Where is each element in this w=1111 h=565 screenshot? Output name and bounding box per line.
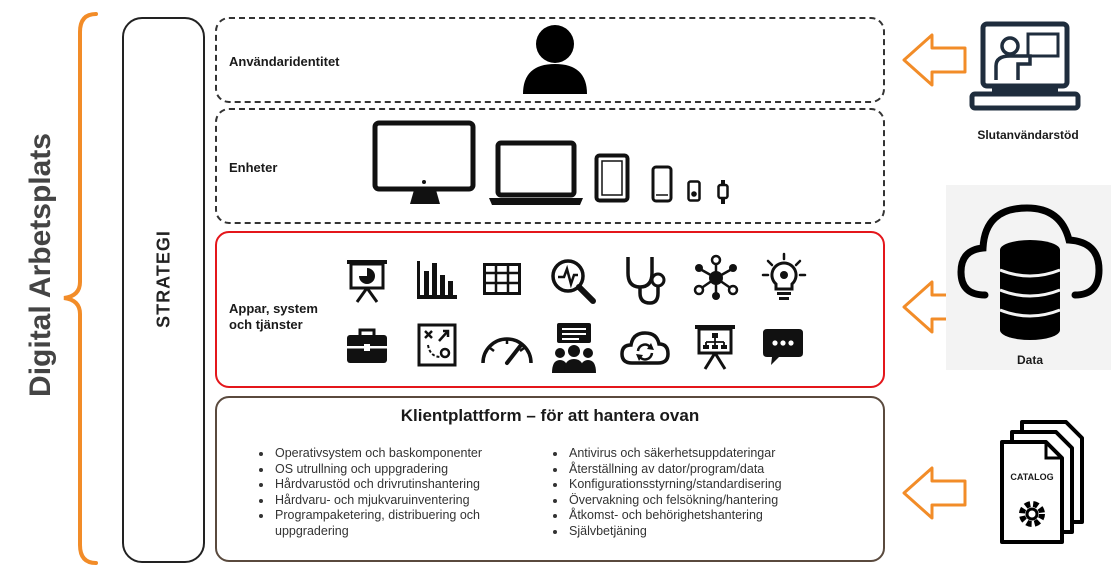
presentation-chart-icon bbox=[347, 260, 387, 303]
platform-bullet-item: Övervakning och felsökning/hantering bbox=[567, 493, 867, 509]
smartwatch-icon bbox=[717, 180, 729, 204]
support-label: Slutanvändarstöd bbox=[977, 128, 1079, 142]
side-title: Digital Arbetsplats bbox=[24, 133, 57, 397]
briefcase-icon bbox=[347, 328, 387, 363]
table-grid-icon bbox=[483, 263, 521, 295]
platform-bullet-item: Självbetjäning bbox=[567, 524, 867, 540]
tablet-icon bbox=[594, 153, 630, 203]
platform-bullet-item: Konfigurationsstyrning/standardisering bbox=[567, 477, 867, 493]
client-platform-list-right: Antivirus och säkerhetsuppdateringarÅter… bbox=[551, 446, 867, 540]
platform-bullet-item: Återställning av dator/program/data bbox=[567, 462, 867, 478]
platform-bullet-item: Hårdvarustöd och drivrutinshantering bbox=[273, 477, 535, 493]
layer-label-apps: Appar, system och tjänster bbox=[229, 301, 318, 333]
stethoscope-icon bbox=[626, 257, 666, 305]
platform-bullet-item: Hårdvaru- och mjukvaruinventering bbox=[273, 493, 535, 509]
strategy-column: STRATEGI bbox=[122, 17, 205, 563]
layer-apps-systems-services: Appar, system och tjänster bbox=[215, 231, 885, 388]
smartphone-icon bbox=[651, 165, 673, 203]
network-icon bbox=[693, 254, 739, 300]
search-analytics-icon bbox=[551, 259, 596, 304]
lightbulb-icon bbox=[761, 252, 807, 300]
layer-label-apps-line2: och tjänster bbox=[229, 317, 303, 332]
platform-bullet-item: Antivirus och säkerhetsuppdateringar bbox=[567, 446, 867, 462]
strategy-board-icon bbox=[417, 323, 457, 367]
layer-label-devices: Enheter bbox=[229, 160, 278, 175]
platform-bullet-item: OS utrullning och uppgradering bbox=[273, 462, 535, 478]
cloud-sync-icon bbox=[620, 331, 670, 365]
layer-client-platform: Klientplattform – för att hantera ovan O… bbox=[215, 396, 885, 562]
desktop-monitor-icon bbox=[372, 120, 476, 204]
platform-bullet-item: Åtkomst- och behörighetshantering bbox=[567, 508, 867, 524]
catalog-label: CATALOG bbox=[1010, 472, 1054, 482]
side-title-container: Digital Arbetsplats bbox=[0, 0, 80, 565]
client-platform-list-left: Operativsystem och baskomponenterOS utru… bbox=[257, 446, 535, 540]
chat-icon bbox=[763, 329, 803, 365]
platform-bullet-item: Operativsystem och baskomponenter bbox=[273, 446, 535, 462]
user-icon bbox=[523, 25, 587, 94]
scope-bracket bbox=[63, 12, 98, 565]
strategy-label: STRATEGI bbox=[153, 230, 173, 328]
data-label: Data bbox=[1016, 353, 1043, 367]
cloud-database-icon bbox=[957, 204, 1103, 340]
client-platform-title: Klientplattform – för att hantera ovan bbox=[400, 406, 700, 425]
laptop-icon bbox=[489, 140, 583, 205]
layer-devices: Enheter bbox=[215, 108, 885, 224]
platform-bullet-item: Programpaketering, distribuering och upp… bbox=[273, 508, 535, 539]
meeting-icon bbox=[552, 323, 596, 373]
layer-user-identity: Användaridentitet bbox=[215, 17, 885, 103]
laptop-presenter-icon bbox=[969, 21, 1081, 111]
catalog-documents-icon bbox=[1000, 420, 1084, 544]
org-chart-board-icon bbox=[695, 325, 735, 370]
layer-label-identity: Användaridentitet bbox=[229, 54, 340, 69]
gauge-icon bbox=[481, 337, 533, 365]
layer-label-apps-line1: Appar, system bbox=[229, 301, 318, 316]
arrow-support-to-identity bbox=[902, 33, 967, 87]
arrow-catalog-to-platform bbox=[902, 466, 967, 520]
media-player-icon bbox=[687, 180, 701, 202]
bar-chart-icon bbox=[417, 261, 457, 299]
